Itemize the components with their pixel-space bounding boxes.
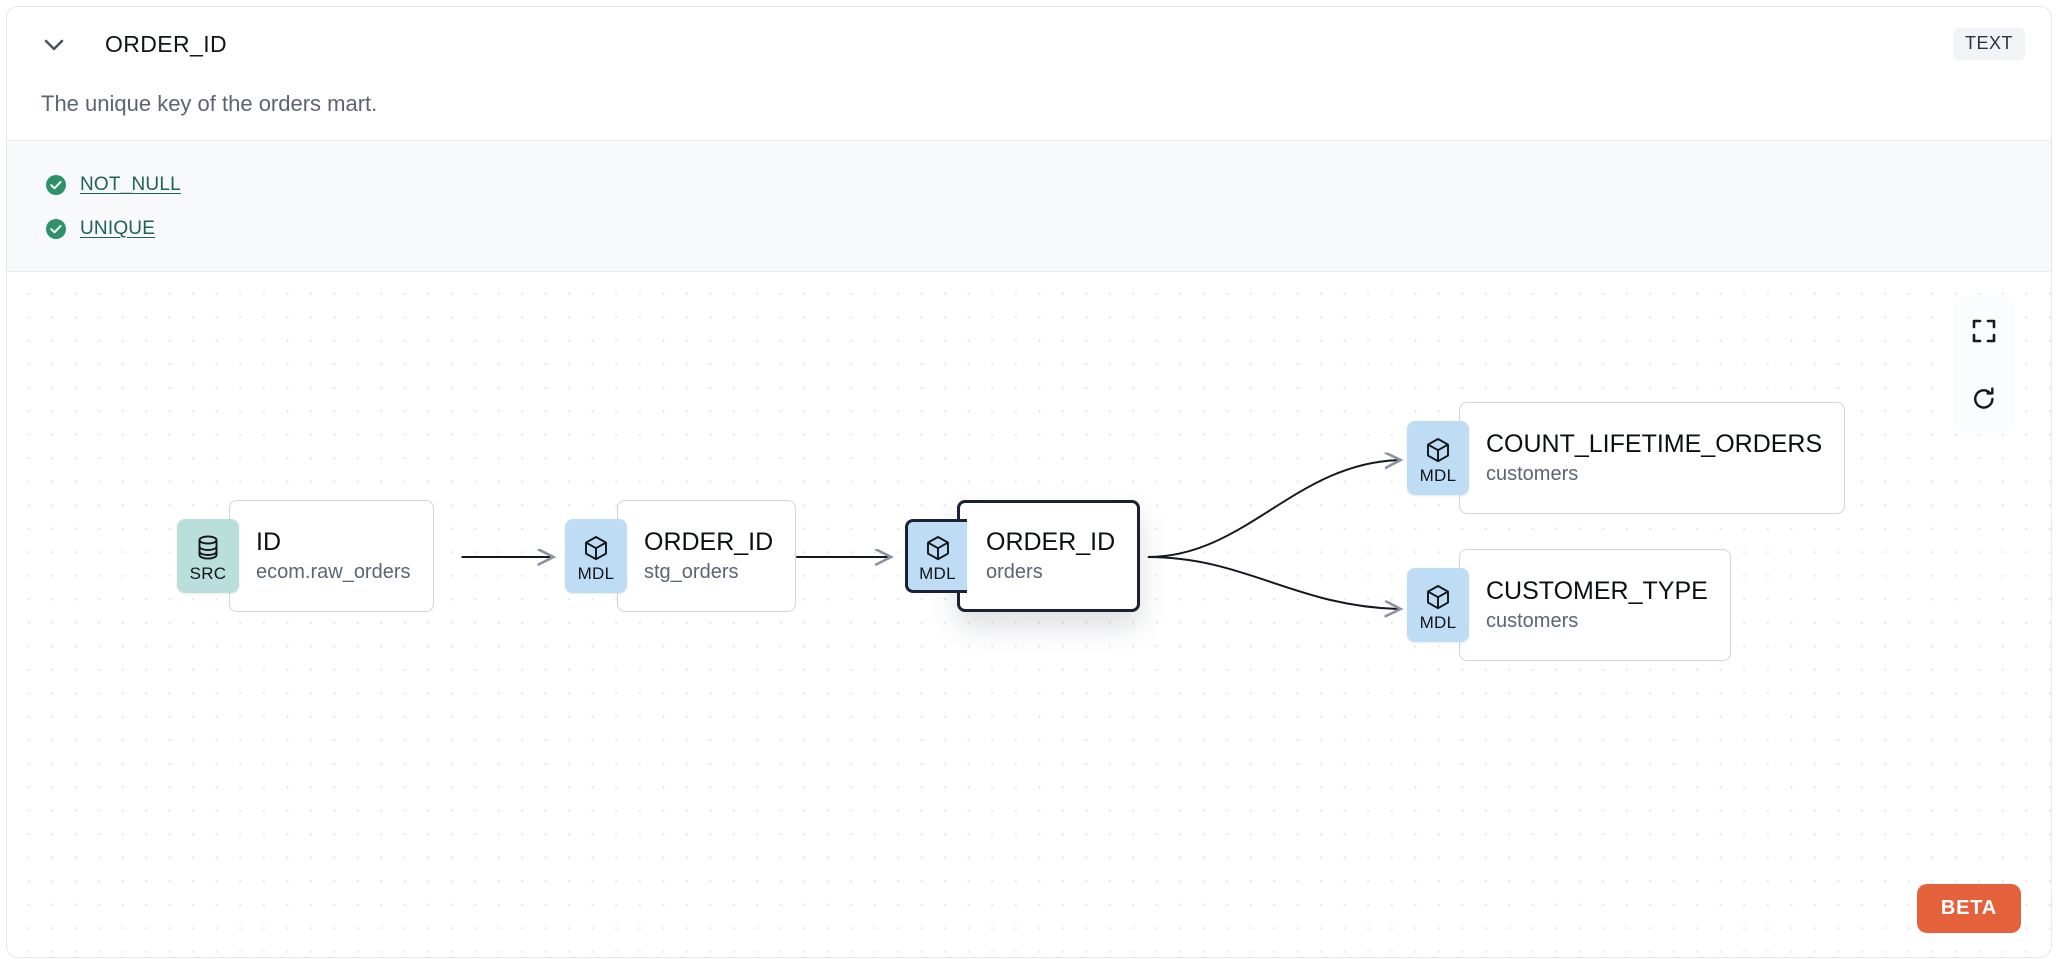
node-name: CUSTOMER_TYPE — [1486, 576, 1708, 605]
node-subtitle: ecom.raw_orders — [256, 560, 411, 583]
lineage-canvas[interactable]: SRC ID ecom.raw_orders MDL — [7, 272, 2051, 958]
node-badge-mdl: MDL — [905, 519, 967, 593]
tests-section: NOT_NULL UNIQUE — [7, 140, 2051, 272]
check-circle-icon — [46, 175, 66, 195]
fullscreen-icon — [1972, 319, 1996, 343]
node-badge-label: SRC — [189, 564, 227, 583]
node-subtitle: customers — [1486, 609, 1579, 632]
node-badge-label: MDL — [577, 564, 615, 583]
column-description: The unique key of the orders mart. — [41, 91, 378, 116]
chevron-down-icon[interactable] — [41, 37, 67, 53]
refresh-icon — [1974, 387, 1994, 409]
beta-badge[interactable]: BETA — [1916, 884, 2021, 933]
node-name: ID — [256, 527, 281, 556]
node-name: ORDER_ID — [986, 527, 1116, 556]
lineage-edges — [461, 272, 2051, 958]
lineage-node-src-id[interactable]: SRC ID ecom.raw_orders — [177, 500, 434, 612]
fullscreen-button[interactable] — [1953, 297, 2015, 365]
test-link-unique[interactable]: UNIQUE — [80, 218, 156, 239]
cube-icon — [1427, 438, 1449, 463]
lineage-node-mdl-count-lifetime-orders[interactable]: MDL COUNT_LIFETIME_ORDERS customers — [1407, 402, 1846, 514]
node-badge-mdl: MDL — [565, 519, 627, 593]
page-title: ORDER_ID — [105, 31, 228, 57]
node-body: COUNT_LIFETIME_ORDERS customers — [1459, 402, 1846, 514]
test-link-not-null[interactable]: NOT_NULL — [80, 174, 181, 195]
edge-orders-to-customer-type — [1147, 556, 1401, 609]
lineage-node-mdl-stg-orders[interactable]: MDL ORDER_ID stg_orders — [565, 500, 797, 612]
cube-icon — [1427, 585, 1449, 610]
node-badge-label: MDL — [919, 564, 956, 583]
cube-icon — [926, 536, 949, 561]
node-body: ID ecom.raw_orders — [229, 500, 434, 612]
cube-icon — [585, 536, 607, 561]
panel-header: ORDER_ID TEXT — [7, 7, 2051, 79]
node-subtitle: customers — [1486, 462, 1579, 485]
node-subtitle: stg_orders — [644, 560, 739, 583]
node-badge-label: MDL — [1419, 466, 1457, 485]
node-badge-label: MDL — [1419, 613, 1457, 632]
test-row[interactable]: NOT_NULL — [45, 163, 2051, 207]
database-icon — [198, 535, 218, 560]
node-name: ORDER_ID — [644, 527, 774, 556]
node-badge-mdl: MDL — [1407, 568, 1469, 642]
check-circle-icon — [46, 219, 66, 239]
node-subtitle: orders — [986, 560, 1043, 583]
node-body: CUSTOMER_TYPE customers — [1459, 549, 1731, 661]
lineage-node-mdl-customer-type[interactable]: MDL CUSTOMER_TYPE customers — [1407, 549, 1731, 661]
lineage-node-mdl-orders[interactable]: MDL ORDER_ID orders — [905, 500, 1141, 612]
node-body: ORDER_ID stg_orders — [617, 500, 797, 612]
node-name: COUNT_LIFETIME_ORDERS — [1486, 429, 1823, 458]
data-type-badge: TEXT — [1952, 28, 2025, 60]
test-row[interactable]: UNIQUE — [45, 207, 2051, 251]
refresh-button[interactable] — [1953, 365, 2015, 433]
node-badge-src: SRC — [177, 519, 239, 593]
card: ORDER_ID TEXT The unique key of the orde… — [6, 6, 2052, 958]
node-badge-mdl: MDL — [1407, 421, 1469, 495]
edge-orders-to-count — [1147, 460, 1401, 558]
canvas-controls — [1953, 297, 2015, 433]
node-body: ORDER_ID orders — [957, 500, 1141, 612]
